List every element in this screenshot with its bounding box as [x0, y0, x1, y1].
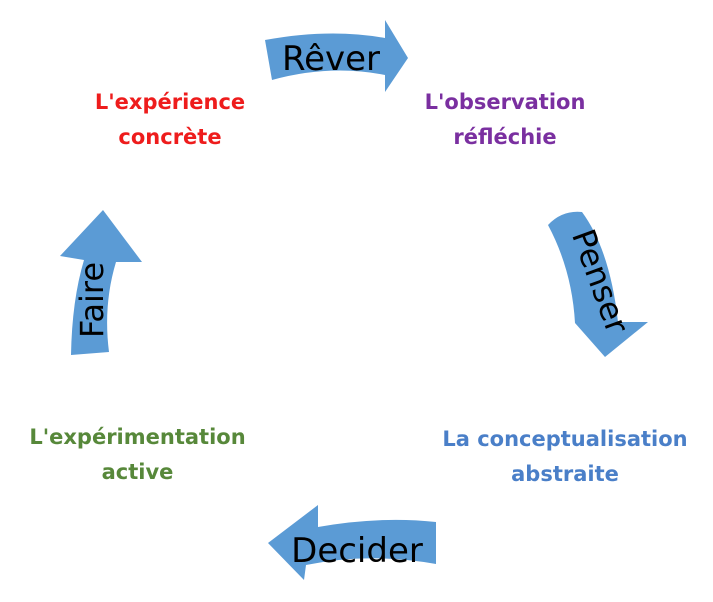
stage-abstract-conceptualization-line1: La conceptualisation	[442, 427, 688, 451]
stage-reflective-observation-line2: réfléchie	[453, 125, 557, 149]
stage-active-experimentation-line1: L'expérimentation	[29, 425, 246, 449]
arrow-label-left: Faire	[73, 262, 111, 338]
stage-concrete-experience: L'expérience concrète	[70, 85, 270, 155]
arrow-top	[265, 20, 408, 92]
stage-reflective-observation: L'observation réfléchie	[400, 85, 610, 155]
arrow-left	[60, 210, 142, 355]
stage-active-experimentation-line2: active	[101, 460, 174, 484]
stage-concrete-experience-line2: concrète	[118, 125, 222, 149]
stage-concrete-experience-line1: L'expérience	[94, 90, 246, 114]
stage-abstract-conceptualization: La conceptualisation abstraite	[420, 422, 710, 492]
arrow-right	[548, 211, 648, 357]
arrow-label-top: Rêver	[282, 39, 380, 79]
stage-abstract-conceptualization-line2: abstraite	[511, 462, 619, 486]
stage-active-experimentation: L'expérimentation active	[15, 420, 260, 490]
arrow-label-bottom: Decider	[291, 531, 423, 571]
arrow-bottom	[268, 505, 436, 580]
stage-reflective-observation-line1: L'observation	[424, 90, 586, 114]
